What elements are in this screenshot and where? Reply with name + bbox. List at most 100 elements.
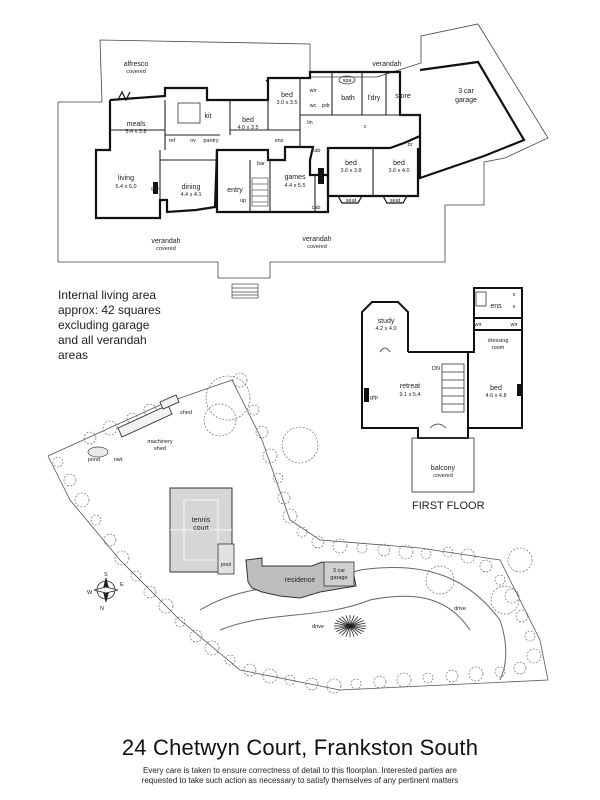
up-label: up [240, 198, 246, 204]
site-garage-shape [323, 561, 355, 587]
feature-tree-ray [349, 625, 359, 636]
tree-canopy [232, 372, 248, 388]
laundry-label: l'dry [368, 95, 381, 102]
verandah-right-sub: covered [307, 244, 327, 250]
feature-tree-ray [334, 622, 351, 627]
tree-canopy [203, 403, 237, 437]
disclaimer-line: Every care is taken to ensure correctnes… [143, 766, 457, 775]
games-label: games [284, 174, 306, 181]
tree-canopy [277, 491, 291, 505]
tree-canopy [524, 630, 536, 642]
study-size: 4.2 x 4.0 [375, 326, 396, 332]
internal-area-note: Internal living area approx: 42 squares … [58, 288, 208, 363]
feature-tree-ray [349, 620, 365, 627]
tree-canopy [311, 535, 325, 549]
tennis-sub: court [193, 525, 209, 532]
dressing-sub: room [492, 345, 505, 351]
tree-canopy [296, 526, 308, 538]
kit-label: kit [205, 113, 212, 120]
tree-canopy [350, 678, 362, 690]
feature-tree-ray [349, 615, 355, 627]
ov-label: ov [190, 138, 196, 144]
tree-canopy [63, 473, 77, 487]
first-floor-details [379, 291, 487, 429]
tree-canopy [332, 538, 348, 554]
area-note-line: and all verandah [58, 333, 147, 347]
tree-canopy [74, 492, 90, 508]
tree-canopy [420, 548, 432, 560]
compass-rose [93, 577, 119, 603]
tennis-label: tennis [192, 517, 211, 524]
first-floor-gfp [364, 388, 369, 402]
retreat-label: retreat [400, 383, 420, 390]
dining-size: 4.4 x 4.1 [180, 192, 201, 198]
front-steps [231, 283, 259, 299]
machinery-label: machinery [147, 439, 173, 445]
tree-canopy [468, 666, 484, 682]
ground-floor-plan: alfresco covered verandah 3 car garage k… [57, 23, 549, 299]
ff-ens-label: ens [490, 303, 502, 310]
feature-tree-ray [345, 615, 351, 627]
kitchen-island [177, 102, 201, 124]
bed-a-label: bed [242, 117, 254, 124]
site-garage-label: 3 car [333, 568, 345, 574]
tree-canopy [204, 640, 220, 656]
bed-c-label: bed [345, 160, 357, 167]
seat-label-1: seat [346, 198, 357, 204]
cab-label-bottom: cab [312, 205, 321, 211]
tree-canopy [272, 472, 284, 484]
retreat-gfp-label: gfp [370, 395, 378, 401]
drive-label-1: drive [312, 624, 324, 630]
seat-label-2: seat [390, 198, 401, 204]
ff-bed-label: bed [490, 385, 502, 392]
tree-canopy [494, 574, 506, 586]
compass-e: E [120, 582, 124, 588]
games-fireplace [318, 168, 324, 184]
sheds [117, 394, 180, 438]
tree-canopy [284, 674, 296, 686]
feature-tree-ray [335, 620, 351, 627]
tree-canopy [513, 661, 527, 675]
compass-n: N [100, 606, 104, 612]
tree-canopy [262, 448, 278, 464]
pdr-label: pdr [322, 103, 330, 109]
feature-tree-ray [349, 625, 355, 637]
feature-tree-ray [349, 625, 362, 635]
study-label: study [378, 318, 395, 325]
pool-shape [217, 543, 235, 575]
tree-canopy [398, 544, 414, 560]
tree-canopy [442, 546, 454, 558]
nwt-label: nwt [114, 457, 123, 463]
ff-wir-left: wir [473, 322, 481, 328]
alfresco-label: alfresco [124, 61, 149, 68]
first-floor-walls [361, 287, 523, 439]
verandah-top-label: verandah [372, 61, 401, 68]
site-plan: shed machinery shed pond nwt tennis cour… [47, 372, 549, 694]
living-gfp-label: gfp [151, 186, 159, 192]
staircase [251, 177, 269, 207]
pool-label: pool [221, 562, 231, 568]
area-note-line: excluding garage [58, 318, 150, 332]
balcony-sub: covered [433, 473, 453, 479]
feature-tree-ray [349, 616, 359, 627]
disclaimer-line: requested to take such action as necessa… [141, 776, 459, 785]
bay-windows [265, 79, 408, 204]
c-label: c [364, 124, 367, 130]
ff-wir-right: wir [509, 322, 517, 328]
center-feature-tree [334, 615, 366, 637]
balcony-outline [411, 437, 475, 493]
tree-canopy [356, 542, 368, 554]
wir-label: wir [308, 88, 316, 94]
tree-canopy [189, 629, 203, 643]
residence-label: residence [285, 577, 315, 584]
feature-tree-ray [341, 625, 351, 636]
tree-canopy [425, 565, 455, 595]
compass-s: S [104, 572, 108, 578]
tree-canopy [281, 426, 319, 464]
bed-gfp [517, 384, 522, 396]
tree-canopy [422, 672, 434, 684]
interior-walls [110, 72, 420, 212]
tree-canopy [504, 588, 520, 604]
tree-canopy [460, 548, 476, 564]
